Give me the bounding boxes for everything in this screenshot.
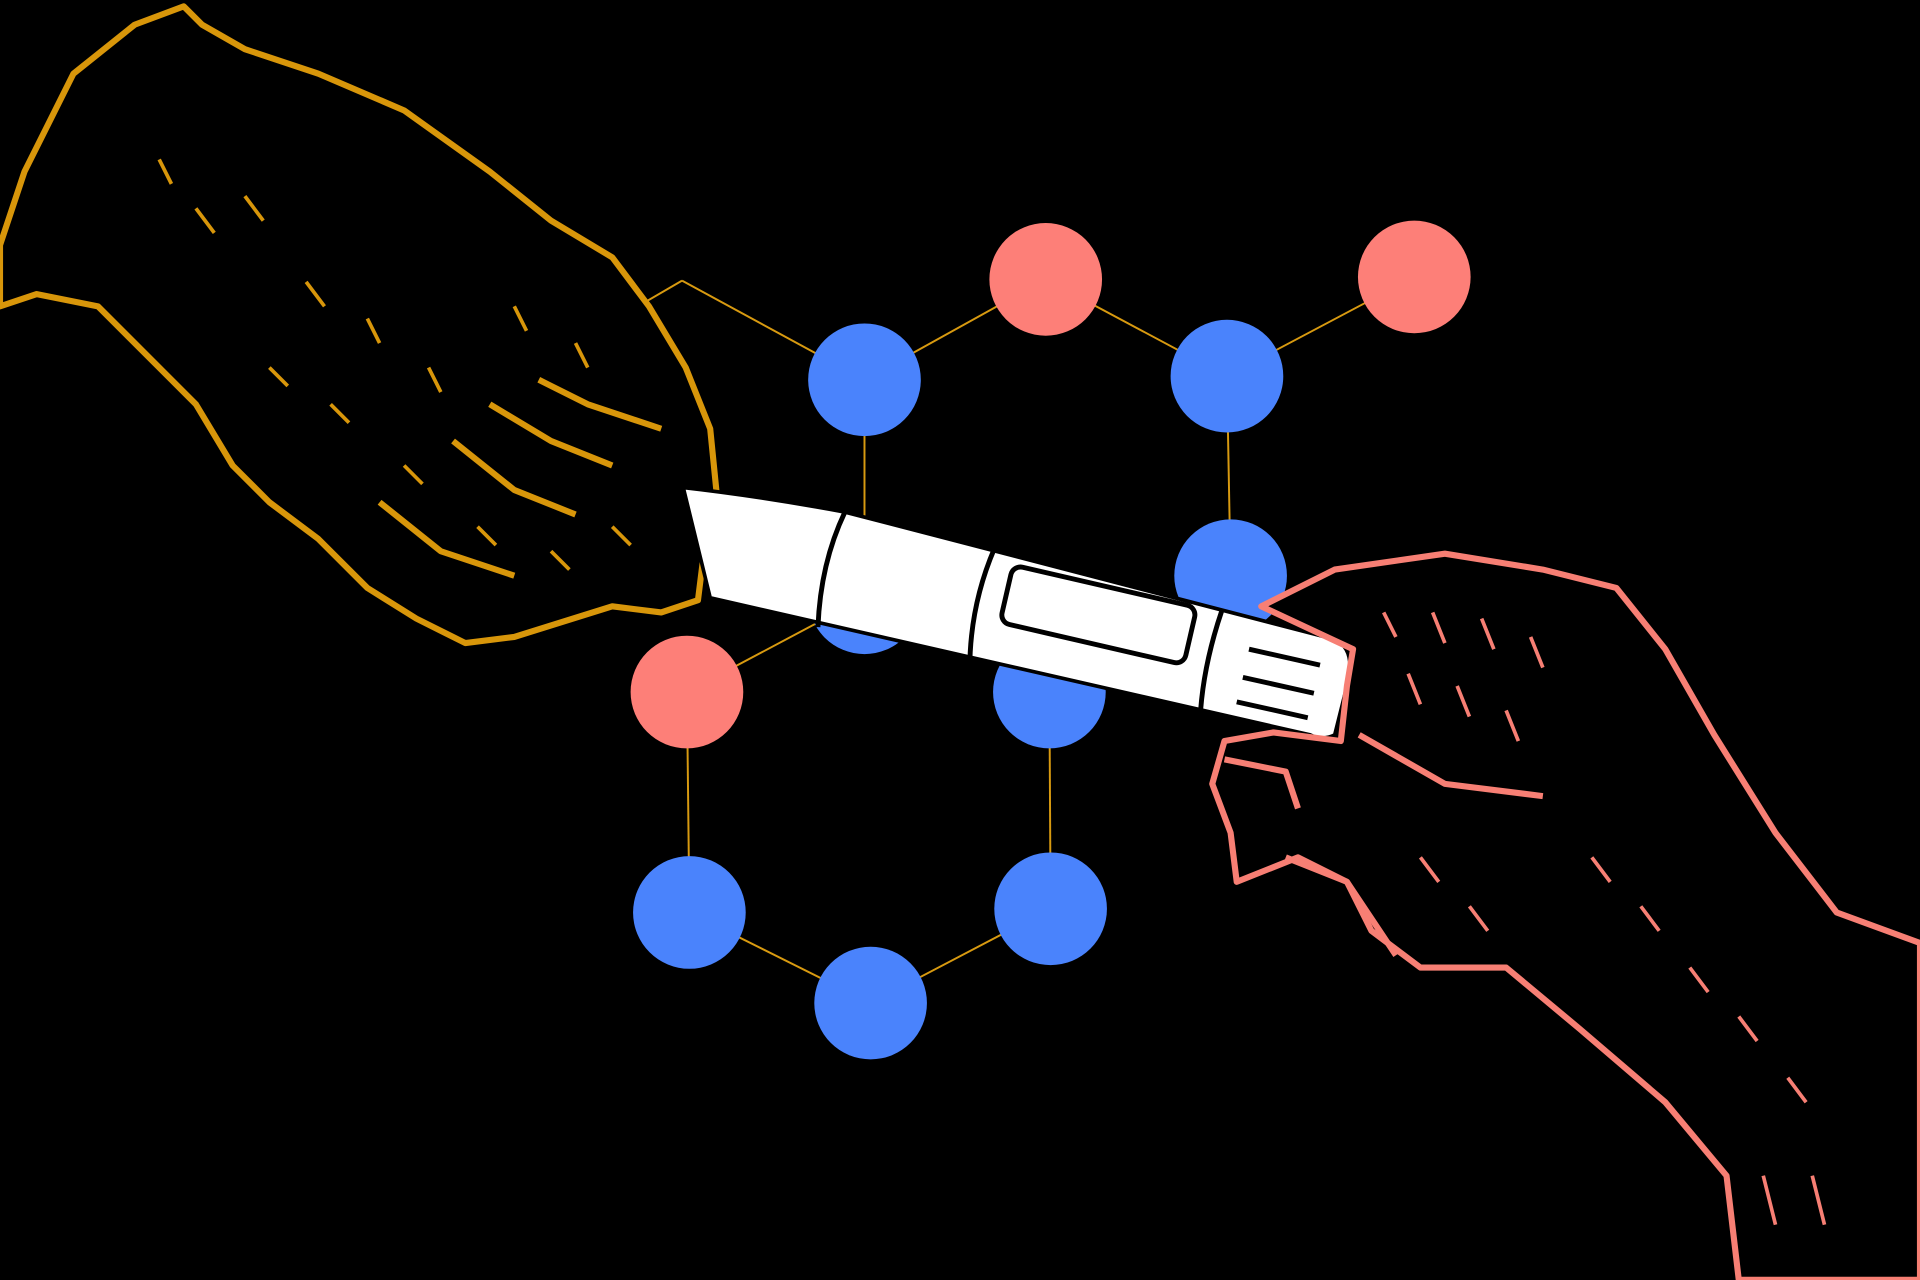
blue-node xyxy=(633,856,746,969)
red-node xyxy=(989,223,1103,336)
pen-result-window xyxy=(999,564,1198,666)
pen-segment-line xyxy=(815,510,848,628)
blue-node xyxy=(994,852,1107,966)
pen-grip-lines xyxy=(1236,646,1321,721)
red-node xyxy=(1357,220,1471,334)
pen-segment-line xyxy=(1197,609,1225,721)
blue-node xyxy=(1170,319,1284,433)
test-pen xyxy=(680,485,1352,740)
blue-node xyxy=(808,323,921,437)
right-hand xyxy=(1209,550,1920,1280)
pen-segment-line xyxy=(967,547,997,669)
blue-node xyxy=(814,946,927,1060)
red-node xyxy=(630,635,744,749)
